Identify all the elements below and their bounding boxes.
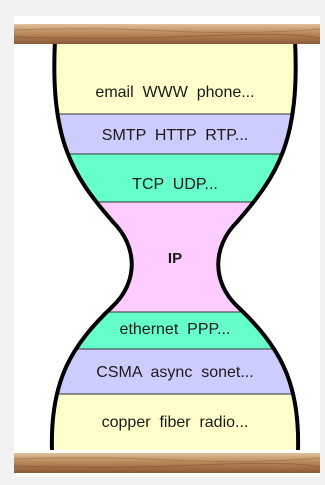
hourglass-right-outline xyxy=(216,39,301,451)
hourglass-left-outline xyxy=(49,39,134,451)
layer-label-link: ethernet PPP... xyxy=(120,321,231,338)
bottom-wood-plank xyxy=(13,453,321,473)
layer-label-network: IP xyxy=(168,250,182,267)
layer-band-application xyxy=(51,40,299,114)
top-wood-plank xyxy=(13,24,321,44)
layer-band-access xyxy=(51,349,299,394)
layer-label-access: CSMA async sonet... xyxy=(96,364,253,381)
layer-band-application-protocols xyxy=(51,114,299,154)
layer-label-transport: TCP UDP... xyxy=(132,176,218,193)
layer-label-application: email WWW phone... xyxy=(95,84,254,101)
layer-label-physical: copper fiber radio... xyxy=(102,414,249,431)
layer-band-physical xyxy=(51,394,299,450)
layer-band-transport xyxy=(51,154,299,202)
layer-label-application-protocols: SMTP HTTP RTP... xyxy=(102,127,248,144)
